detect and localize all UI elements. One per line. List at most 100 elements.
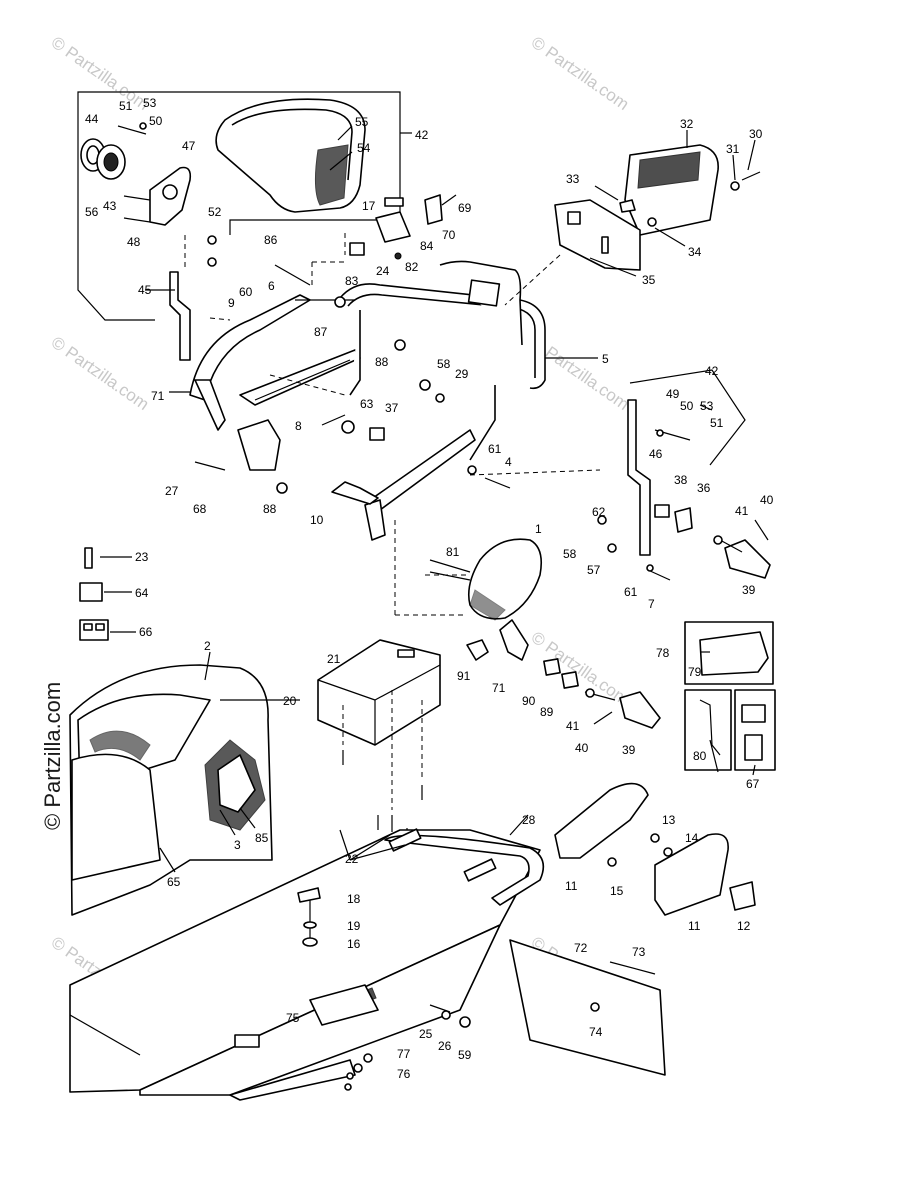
callout-42a: 42	[415, 128, 429, 142]
watermark: © Partzilla.com	[528, 628, 633, 709]
callout-4: 4	[505, 455, 512, 469]
callout-84: 84	[420, 239, 434, 253]
rack-frame-left	[189, 294, 361, 471]
callout-27: 27	[165, 484, 179, 498]
callout-58b: 58	[563, 547, 577, 561]
callout-50b: 50	[680, 399, 694, 413]
callout-24: 24	[376, 264, 390, 278]
callout-11b: 11	[688, 919, 701, 933]
callout-leaders	[145, 125, 756, 873]
electrical-connectors	[79, 547, 136, 641]
luggage-rack	[295, 260, 546, 541]
watermark: © Partzilla.com	[48, 333, 153, 414]
callout-17: 17	[362, 199, 376, 213]
callout-11a: 11	[565, 879, 578, 893]
callout-19: 19	[347, 919, 361, 933]
callout-34: 34	[688, 245, 702, 259]
callout-44: 44	[85, 112, 99, 126]
callout-67: 67	[746, 777, 760, 791]
callout-26: 26	[438, 1039, 452, 1053]
callout-49: 49	[666, 387, 680, 401]
callout-64: 64	[135, 586, 149, 600]
callout-20: 20	[283, 694, 297, 708]
watermark-vertical: © Partzilla.com	[40, 682, 65, 830]
callout-21: 21	[327, 652, 341, 666]
callout-39a: 39	[742, 583, 756, 597]
callout-14: 14	[685, 831, 699, 845]
callout-66: 66	[139, 625, 153, 639]
callout-69: 69	[458, 201, 472, 215]
accessory-kits	[684, 621, 776, 771]
callout-71b: 71	[492, 681, 506, 695]
callout-6: 6	[268, 279, 275, 293]
callout-38: 38	[674, 473, 688, 487]
callout-86: 86	[264, 233, 278, 247]
callout-7: 7	[648, 597, 655, 611]
callout-9: 9	[228, 296, 235, 310]
leader-lines	[209, 233, 601, 616]
callout-29: 29	[455, 367, 469, 381]
hardware-parts	[194, 264, 511, 505]
callout-33: 33	[566, 172, 580, 186]
callout-85: 85	[255, 831, 269, 845]
tunnel-hardware	[344, 1004, 471, 1091]
callout-48: 48	[127, 235, 141, 249]
callout-8: 8	[295, 419, 302, 433]
callout-76: 76	[397, 1067, 411, 1081]
callout-32: 32	[680, 117, 694, 131]
callout-78: 78	[656, 646, 670, 660]
callout-41b: 41	[566, 719, 580, 733]
callout-56: 56	[85, 205, 99, 219]
callout-62: 62	[592, 505, 606, 519]
callout-16: 16	[347, 937, 361, 951]
wiring-connectors	[349, 194, 457, 260]
callout-23: 23	[135, 550, 149, 564]
callout-12: 12	[737, 919, 751, 933]
callout-74: 74	[589, 1025, 603, 1039]
callout-77: 77	[397, 1047, 411, 1061]
callout-61a: 61	[488, 442, 502, 456]
backrest-lower	[429, 538, 661, 729]
callout-40a: 40	[760, 493, 774, 507]
callout-41a: 41	[735, 504, 749, 518]
callout-53a: 53	[143, 96, 157, 110]
taillight-assembly	[554, 144, 761, 271]
callout-53b: 53	[700, 399, 714, 413]
callout-58a: 58	[437, 357, 451, 371]
callout-81: 81	[446, 545, 460, 559]
callout-57: 57	[587, 563, 601, 577]
callout-65: 65	[167, 875, 181, 889]
callout-87: 87	[314, 325, 328, 339]
callout-18: 18	[347, 892, 361, 906]
callout-51b: 51	[710, 416, 724, 430]
callout-43: 43	[103, 199, 117, 213]
callout-73: 73	[632, 945, 646, 959]
callout-59: 59	[458, 1048, 472, 1062]
callout-82: 82	[405, 260, 419, 274]
callout-51a: 51	[119, 99, 133, 113]
callout-60: 60	[239, 285, 253, 299]
callout-55: 55	[355, 115, 369, 129]
callout-15: 15	[610, 884, 624, 898]
backrest-kit-group	[77, 91, 412, 321]
watermark: © Partzilla.com	[528, 33, 633, 114]
callout-88b: 88	[263, 502, 277, 516]
callout-88a: 88	[375, 355, 389, 369]
callout-2: 2	[204, 639, 211, 653]
side-covers	[554, 782, 756, 916]
callout-83: 83	[345, 274, 359, 288]
hitch-pin	[297, 887, 321, 947]
seat-assembly	[69, 664, 273, 916]
callout-31: 31	[726, 142, 740, 156]
callout-1: 1	[535, 522, 542, 536]
backrest-bracket-left	[169, 235, 217, 361]
callout-46: 46	[649, 447, 663, 461]
mud-flap	[509, 939, 666, 1076]
callout-79: 79	[688, 665, 702, 679]
callout-54: 54	[357, 141, 371, 155]
chassis-tunnel	[69, 828, 545, 1101]
callout-47: 47	[182, 139, 196, 153]
callout-63: 63	[360, 397, 374, 411]
callout-72: 72	[574, 941, 588, 955]
